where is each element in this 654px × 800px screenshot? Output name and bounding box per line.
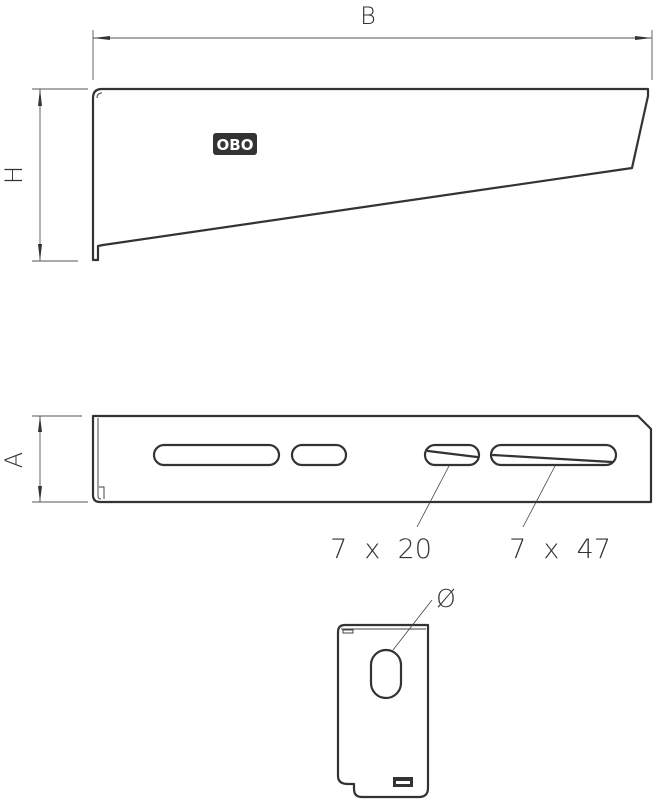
arrow-down-icon <box>38 486 42 502</box>
bracket-tab <box>99 486 105 499</box>
bracket-side-outline <box>91 87 650 262</box>
slot-label-7x20: 7 x 20 <box>330 534 432 565</box>
obo-logo-text: OBO <box>217 136 254 154</box>
obo-logo: OBO <box>213 133 257 155</box>
bracket-top-fold <box>96 92 103 99</box>
slot-7x47-diagonal <box>491 453 614 464</box>
bracket-top-outline <box>91 414 653 504</box>
oval-hole <box>369 648 403 700</box>
side-view: B H OBO <box>0 2 653 262</box>
dimension-h-label: H <box>0 166 28 184</box>
slot-label-7x47: 7 x 47 <box>509 534 611 565</box>
arrow-up-icon <box>38 89 42 106</box>
slot-long-left <box>152 443 281 467</box>
top-view: A 7 x 20 7 x 47 <box>0 414 653 565</box>
leader-diameter <box>392 599 433 651</box>
arrow-right-icon <box>635 36 652 40</box>
dimension-a-label: A <box>0 452 28 468</box>
bracket-flange-line <box>97 418 102 500</box>
leader-7x20 <box>416 465 450 528</box>
arrow-left-icon <box>93 36 110 40</box>
dimension-b-label: B <box>360 2 376 30</box>
slot-short-left <box>290 443 348 467</box>
slot-7x47 <box>489 443 618 467</box>
diameter-label: Ø <box>436 584 456 613</box>
bottom-slot-inner <box>396 781 410 784</box>
bracket-end-outline <box>336 623 430 799</box>
arrow-down-icon <box>38 244 42 261</box>
end-view: Ø <box>336 584 456 799</box>
end-top-tab <box>342 629 354 634</box>
leader-7x47 <box>522 465 556 528</box>
slot-7x20-diagonal <box>426 449 479 459</box>
slot-7x20 <box>423 443 481 467</box>
arrow-up-icon <box>38 416 42 432</box>
